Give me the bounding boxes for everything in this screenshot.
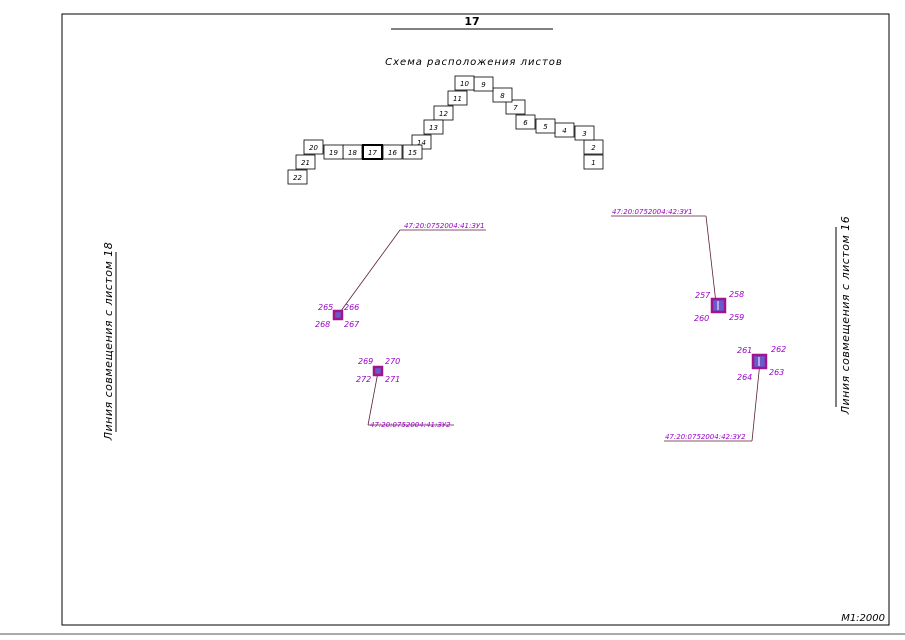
scheme-sheet-box[interactable] xyxy=(515,114,536,130)
point-label: 266 xyxy=(344,303,359,312)
point-label: 263 xyxy=(769,368,784,377)
scheme-sheet-box[interactable] xyxy=(447,90,468,106)
scheme-sheet-number: 22 xyxy=(293,174,302,182)
scheme-sheet-box[interactable] xyxy=(535,118,556,134)
scheme-sheet-box[interactable] xyxy=(505,99,526,115)
scheme-sheet-box[interactable] xyxy=(583,154,604,170)
scheme-sheet-box[interactable] xyxy=(423,119,444,135)
scheme-sheet-box[interactable] xyxy=(492,87,513,103)
scheme-sheet-number: 9 xyxy=(481,81,486,89)
point-label: 270 xyxy=(385,357,400,366)
point-label: 268 xyxy=(315,320,330,329)
leader-line xyxy=(705,215,717,304)
scheme-sheet-number: 11 xyxy=(453,95,462,103)
scheme-sheet-box[interactable] xyxy=(433,105,454,121)
point-label: 259 xyxy=(729,313,744,322)
scheme-sheet-number: 16 xyxy=(388,149,397,157)
scheme-sheet-number: 21 xyxy=(301,159,310,167)
point-label: 271 xyxy=(385,375,400,384)
parcel-cadastral-label: 47:20:0752004:42:ЗУ1 xyxy=(612,208,693,216)
scheme-sheet-number: 3 xyxy=(582,130,586,138)
leader-line xyxy=(751,361,761,442)
point-label: 265 xyxy=(318,303,333,312)
scheme-sheet-number: 5 xyxy=(543,123,548,131)
point-label: 264 xyxy=(737,373,752,382)
match-line-right: Линия совмещения с листом 16 xyxy=(835,216,852,416)
scheme-sheet-box[interactable] xyxy=(295,154,316,170)
point-label: 272 xyxy=(356,375,371,384)
scheme-sheet-box[interactable] xyxy=(574,125,595,141)
scheme-sheet-number: 4 xyxy=(562,127,566,135)
sheet-number: 17 xyxy=(464,15,479,28)
map-scale: М1:2000 xyxy=(841,613,885,624)
parcel-42-zu1[interactable]: 47:20:0752004:42:ЗУ1 257 258 259 260 xyxy=(611,208,744,323)
scheme-sheet-number: 10 xyxy=(460,80,469,88)
scheme-sheet-number: 18 xyxy=(348,149,357,157)
match-line-left: Линия совмещения с листом 18 xyxy=(102,242,117,442)
leader-line xyxy=(367,371,379,426)
parcel-41-zu2[interactable]: 47:20:0752004:41:ЗУ2 269 270 271 272 xyxy=(356,357,454,429)
scheme-sheet-number: 6 xyxy=(523,119,528,127)
scheme-sheet-number: 8 xyxy=(500,92,505,100)
point-label: 262 xyxy=(771,345,786,354)
scheme-sheet-number: 17 xyxy=(368,149,377,157)
scheme-sheet-box[interactable] xyxy=(323,144,344,160)
point-label: 260 xyxy=(694,314,709,323)
match-line-right-label: Линия совмещения с листом 16 xyxy=(839,216,852,416)
scheme-sheet-number: 1 xyxy=(591,159,595,167)
point-label: 258 xyxy=(729,290,744,299)
scheme-sheet-number: 14 xyxy=(417,139,426,147)
parcel-41-zu1[interactable]: 47:20:0752004:41:ЗУ1 265 266 267 268 xyxy=(315,222,486,329)
point-label: 257 xyxy=(695,291,711,300)
scheme-sheet-number: 12 xyxy=(439,110,448,118)
scheme-sheet-number: 19 xyxy=(329,149,338,157)
parcel-marker[interactable] xyxy=(372,365,384,377)
scheme-sheet-box[interactable] xyxy=(362,144,383,160)
point-label: 269 xyxy=(358,357,373,366)
parcel-cadastral-label: 47:20:0752004:41:ЗУ2 xyxy=(370,421,451,429)
scheme-sheet-number: 15 xyxy=(408,149,417,157)
scheme-sheet-number: 2 xyxy=(591,144,596,152)
scheme-sheet-box[interactable] xyxy=(402,144,423,160)
point-label: 267 xyxy=(344,320,360,329)
scheme-sheet-box[interactable] xyxy=(287,169,308,185)
parcel-marker[interactable] xyxy=(332,309,344,321)
scheme-sheet-box[interactable] xyxy=(454,75,475,91)
sheet-frame xyxy=(61,13,890,626)
point-label: 261 xyxy=(737,346,752,355)
scheme-sheet-box[interactable] xyxy=(303,139,324,155)
layout-scheme-title: Схема расположения листов xyxy=(385,57,563,68)
scheme-sheet-number: 20 xyxy=(309,144,318,152)
scheme-sheet-number: 13 xyxy=(429,124,438,132)
match-line-left-label: Линия совмещения с листом 18 xyxy=(102,242,115,442)
parcel-42-zu2[interactable]: 47:20:0752004:42:ЗУ2 261 262 263 264 xyxy=(664,345,786,442)
leader-line xyxy=(337,229,401,316)
parcel-cadastral-label: 47:20:0752004:42:ЗУ2 xyxy=(665,433,746,441)
parcel-cadastral-label: 47:20:0752004:41:ЗУ1 xyxy=(404,222,485,230)
scheme-sheet-number: 7 xyxy=(513,104,518,112)
